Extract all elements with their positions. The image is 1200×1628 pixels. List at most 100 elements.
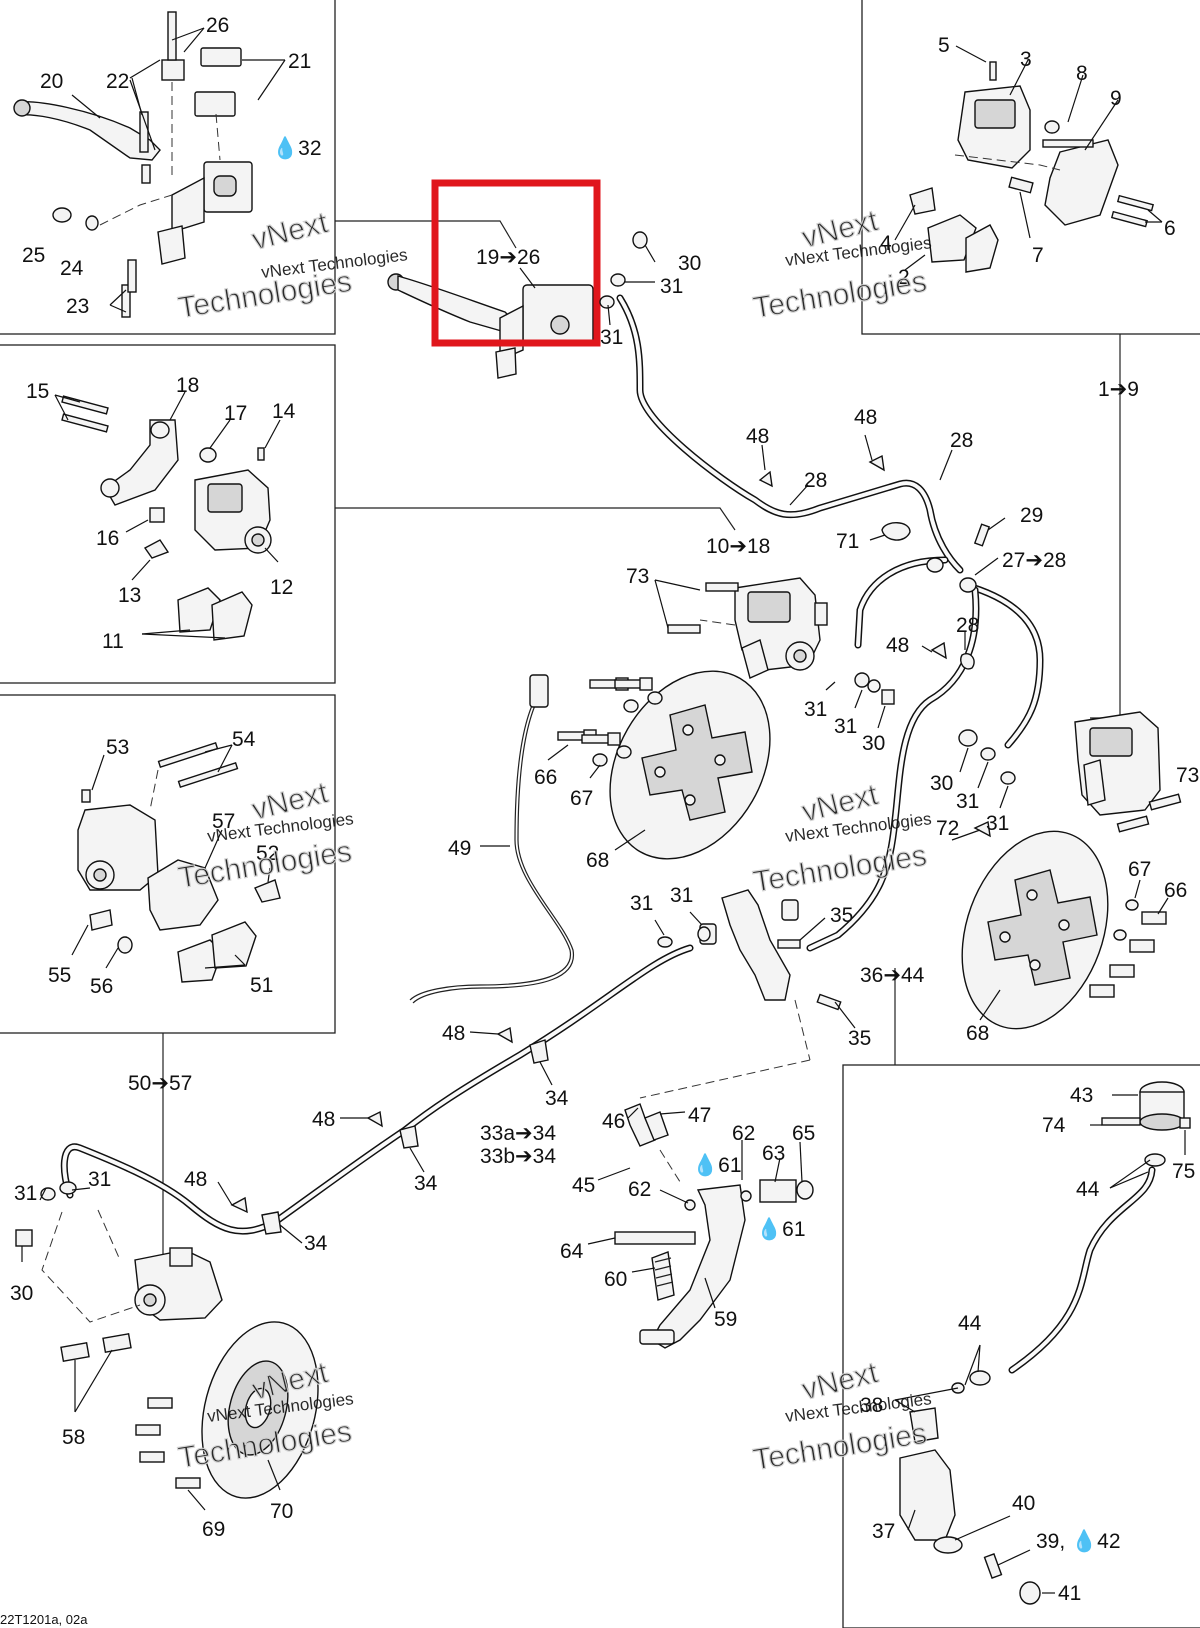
callout-71: 71 — [836, 530, 859, 553]
callout-53: 53 — [106, 736, 129, 759]
callout-30-c: 30 — [930, 772, 953, 795]
callout-55: 55 — [48, 964, 71, 987]
callout-20: 20 — [40, 70, 63, 93]
callout-14: 14 — [272, 400, 296, 423]
callout-56: 56 — [90, 975, 113, 998]
callout-62-a: 62 — [732, 1122, 755, 1145]
rear-caliper-exploded — [77, 741, 281, 983]
callout-69: 69 — [202, 1518, 225, 1541]
assembled-master-cylinder — [387, 273, 594, 379]
callout-29: 29 — [1020, 504, 1043, 527]
callout-31-c: 31 — [804, 698, 827, 721]
callout-45: 45 — [572, 1174, 595, 1197]
callout-75: 75 — [1172, 1160, 1195, 1183]
callout-58: 58 — [62, 1426, 85, 1449]
callout-52: 52 — [256, 842, 279, 865]
callout-3: 3 — [1020, 48, 1032, 71]
callout-41: 41 — [1058, 1582, 1081, 1605]
callout-73-b: 73 — [1176, 764, 1199, 787]
callout-4: 4 — [880, 232, 892, 255]
callout-31-f: 31 — [986, 812, 1009, 835]
callout-37: 37 — [872, 1520, 895, 1543]
rear-master-cylinder-leaders — [894, 1094, 1186, 1594]
callout-31-d: 31 — [834, 715, 857, 738]
callout-30-top: 30 — [678, 252, 701, 275]
front-disc-right — [961, 830, 1109, 1030]
callout-66-a: 66 — [534, 766, 557, 789]
callout-16: 16 — [96, 527, 119, 550]
callout-48-c: 48 — [886, 634, 909, 657]
callout-28-b: 28 — [804, 469, 827, 492]
callout-34-c: 34 — [304, 1232, 328, 1255]
pedal-leaders — [587, 1107, 803, 1309]
callout-48-e: 48 — [312, 1108, 335, 1131]
callout-26: 26 — [206, 14, 229, 37]
watermarks: vNext Technologies Technologies vNext vN… — [175, 203, 932, 1477]
callout-72: 72 — [936, 817, 959, 840]
disc-right-bolts — [1089, 899, 1167, 998]
callout-62-b: 62 — [628, 1178, 651, 1201]
callout-50-57: 50➔57 — [128, 1072, 192, 1095]
callout-30-b: 30 — [862, 732, 885, 755]
box-front-right-caliper — [861, 0, 1200, 335]
callout-40: 40 — [1012, 1492, 1035, 1515]
watermark-script: vNext — [249, 206, 332, 257]
callout-68-a: 68 — [586, 849, 609, 872]
master-cylinder-exploded — [13, 11, 253, 318]
figure-code: 22T1201a, 02a — [0, 1612, 88, 1627]
callout-74: 74 — [1042, 1114, 1066, 1137]
callout-27-28: 27➔28 — [1002, 549, 1066, 572]
callout-54: 54 — [232, 728, 256, 751]
callout-8: 8 — [1076, 62, 1088, 85]
callout-19-26: 19➔26 — [476, 246, 540, 269]
callout-5: 5 — [938, 34, 950, 57]
callout-33b-34: 33b➔34 — [480, 1145, 556, 1168]
callout-34-a: 34 — [545, 1087, 569, 1110]
brake-pedal-assembly — [614, 1103, 814, 1349]
callout-44-lower: 44 — [958, 1312, 982, 1335]
callout-33a-34: 33a➔34 — [480, 1122, 556, 1145]
callout-28-c: 28 — [956, 614, 979, 637]
callout-48-f: 48 — [184, 1168, 207, 1191]
callout-38: 38 — [860, 1394, 883, 1417]
center-leaders — [21, 244, 1169, 1511]
callout-36-44: 36➔44 — [860, 964, 925, 987]
box-rear-master-cylinder — [842, 1064, 1200, 1628]
box-master-cylinder — [0, 0, 336, 335]
callout-23: 23 — [66, 295, 89, 318]
rear-brake-junction — [639, 889, 842, 1099]
callout-1-9: 1➔9 — [1098, 378, 1139, 401]
disc-left-bolts — [557, 677, 663, 767]
callout-28-a: 28 — [950, 429, 973, 452]
callout-48-d: 48 — [442, 1022, 465, 1045]
rear-master-cylinder-exploded — [899, 1081, 1191, 1605]
callout-65: 65 — [792, 1122, 815, 1145]
rear-disc — [60, 1321, 319, 1499]
callout-25: 25 — [22, 244, 45, 267]
front-disc-left — [609, 670, 771, 860]
callout-34-b: 34 — [414, 1172, 438, 1195]
callout-57: 57 — [212, 810, 235, 833]
callout-43: 43 — [1070, 1084, 1093, 1107]
callout-31-j: 31 — [88, 1168, 111, 1191]
callout-63: 63 — [762, 1142, 785, 1165]
callout-21: 21 — [288, 50, 311, 73]
callout-48-a: 48 — [746, 425, 769, 448]
master-cylinder-leaders — [71, 27, 286, 313]
front-left-caliper-exploded — [61, 395, 272, 641]
callout-64: 64 — [560, 1240, 584, 1263]
rear-caliper-assembled — [15, 1181, 223, 1323]
callout-7: 7 — [1032, 244, 1044, 267]
front-right-caliper-exploded — [909, 61, 1155, 273]
callout-9: 9 — [1110, 87, 1122, 110]
callout-70: 70 — [270, 1500, 293, 1523]
callout-31-e: 31 — [956, 790, 979, 813]
callout-59: 59 — [714, 1308, 737, 1331]
callout-61-a: 💧61 — [692, 1152, 742, 1177]
callout-51: 51 — [250, 974, 273, 997]
rear-hose-clips — [230, 1026, 549, 1235]
front-right-caliper-assembled — [1074, 711, 1182, 833]
callout-31-i: 31 — [14, 1182, 37, 1205]
callout-67-a: 67 — [570, 787, 593, 810]
